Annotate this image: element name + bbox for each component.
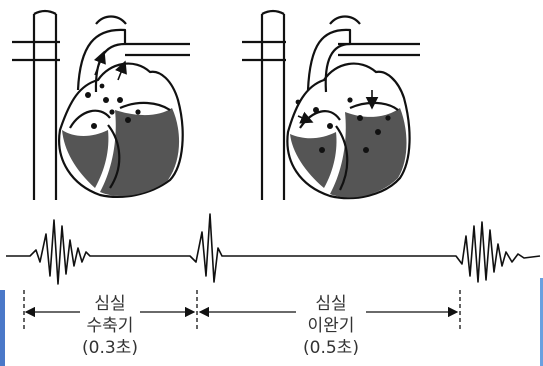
heart-diastole bbox=[242, 11, 420, 200]
diastole-line1: 심실 bbox=[296, 293, 366, 315]
systole-line1: 심실 bbox=[78, 293, 142, 315]
systole-duration: (0.3초) bbox=[78, 337, 142, 359]
ecg-trace bbox=[6, 214, 540, 284]
systole-label: 심실 수축기 (0.3초) bbox=[78, 293, 142, 359]
diastole-line2: 이완기 bbox=[296, 315, 366, 337]
diastole-duration: (0.5초) bbox=[296, 337, 366, 359]
diastole-label: 심실 이완기 (0.5초) bbox=[296, 293, 366, 359]
systole-line2: 수축기 bbox=[78, 315, 142, 337]
heart-systole bbox=[12, 11, 190, 200]
